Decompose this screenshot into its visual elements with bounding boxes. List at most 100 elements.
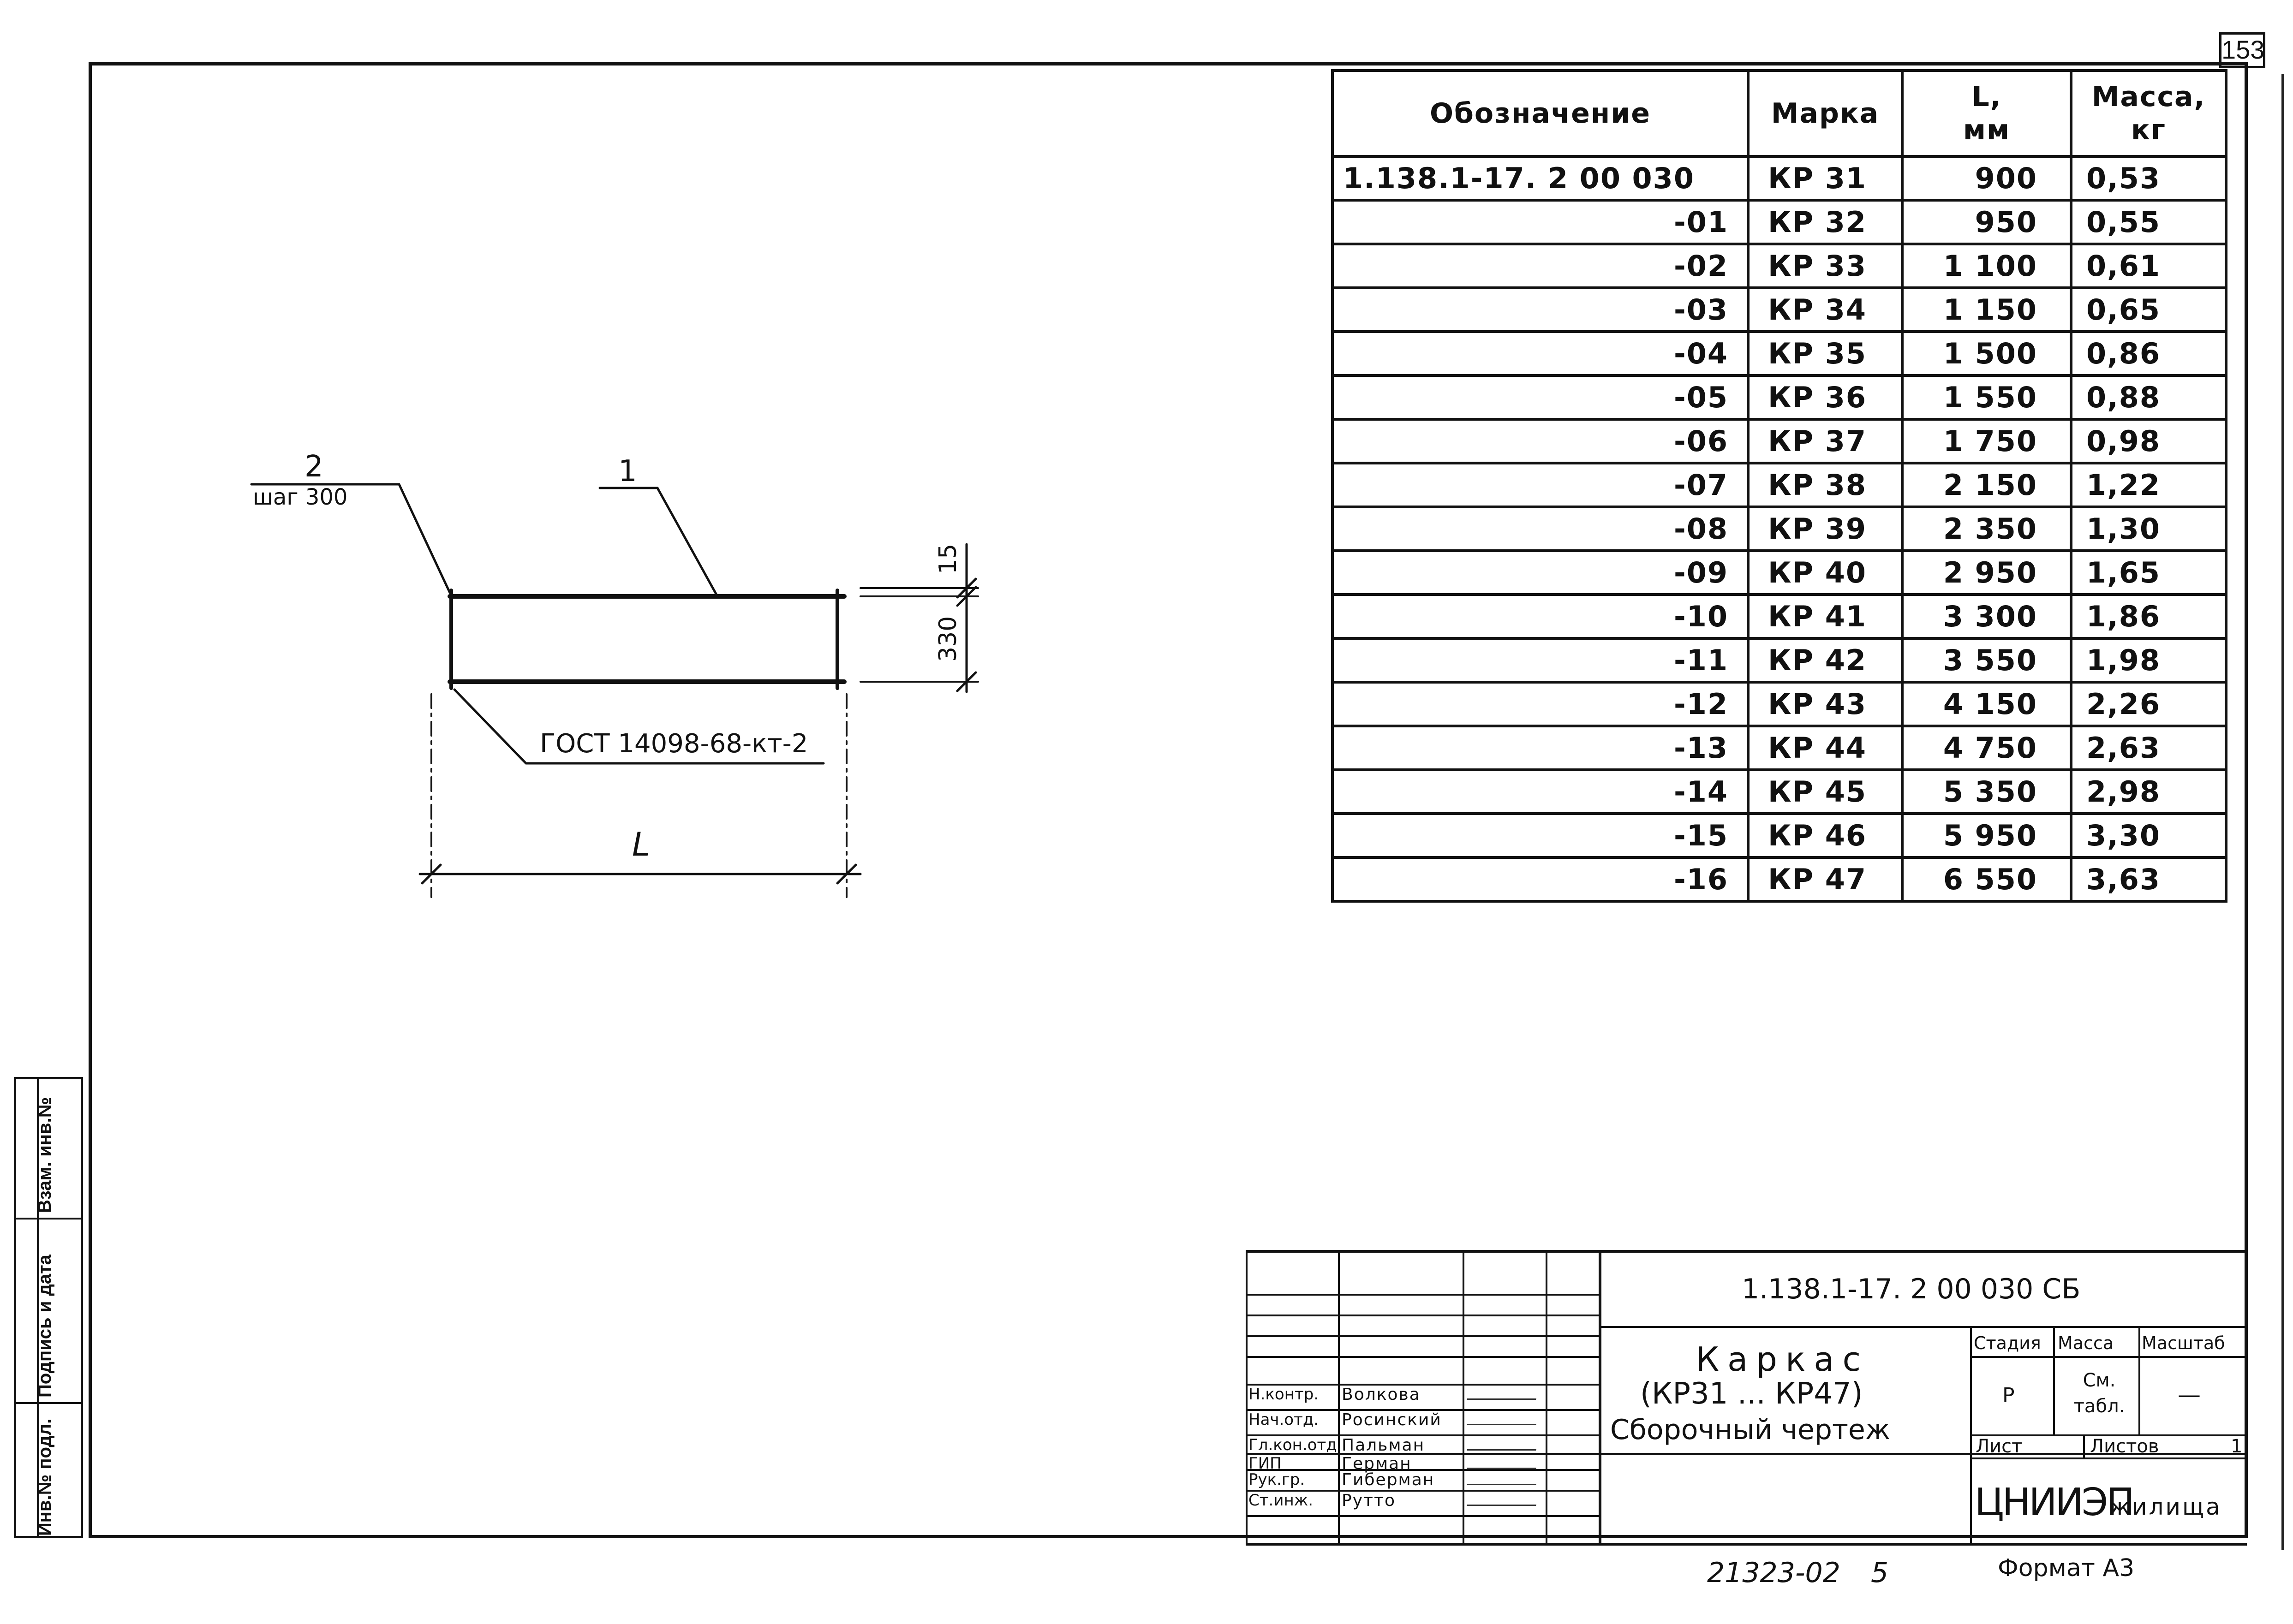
cell-designation: -12: [1331, 681, 1750, 727]
position-2-label: 2: [305, 450, 323, 484]
cell-mass: 0,61: [2070, 243, 2227, 289]
cell-mark: КР 39: [1747, 506, 1904, 552]
header-length: L, мм: [1901, 69, 2072, 158]
person-name: Герман: [1342, 1454, 1412, 1473]
cell-length: 900: [1901, 155, 2072, 202]
cell-mass: 1,65: [2070, 549, 2227, 596]
cell-designation: -05: [1331, 374, 1750, 421]
cell-length: 6 550: [1901, 856, 2072, 903]
cell-mark: КР 35: [1747, 330, 1904, 377]
header-mass: Масса, кг: [2070, 69, 2227, 158]
cell-mass: 0,65: [2070, 286, 2227, 333]
table-header-row: Обозначение Марка L, мм Масса, кг: [1331, 69, 2227, 158]
cell-mark: КР 36: [1747, 374, 1904, 421]
drawing-frame: [89, 62, 2248, 1538]
cell-mark: КР 34: [1747, 286, 1904, 333]
signature-mark: [1466, 1435, 1542, 1451]
cell-designation: -15: [1331, 812, 1750, 859]
cell-mass: 2,26: [2070, 681, 2227, 727]
strip-divider: [16, 1218, 81, 1219]
scale-value: —: [2178, 1381, 2201, 1408]
person-name: Рутто: [1342, 1491, 1396, 1510]
person-role: Ст.инж.: [1248, 1491, 1314, 1510]
cell-mass: 0,55: [2070, 199, 2227, 245]
person-role: ГИП: [1248, 1454, 1282, 1473]
title-line-2: (КР31 ... КР47): [1640, 1377, 1863, 1411]
cell-length: 2 350: [1901, 506, 2072, 552]
signature-mark: [1466, 1385, 1542, 1400]
org-suffix: жилища: [2109, 1493, 2222, 1520]
cell-mark: КР 38: [1747, 462, 1904, 508]
cell-length: 1 550: [1901, 374, 2072, 421]
cell-length: 3 300: [1901, 593, 2072, 640]
cell-designation: -13: [1331, 725, 1750, 771]
mass-value: См. табл.: [2073, 1370, 2125, 1417]
person-name: Росинский: [1342, 1410, 1442, 1429]
scale-label: Масштаб: [2142, 1333, 2225, 1353]
person-name: Волкова: [1342, 1385, 1421, 1404]
signature-mark: [1466, 1470, 1542, 1485]
person-name: Гиберман: [1342, 1470, 1435, 1489]
cell-designation: -04: [1331, 330, 1750, 377]
cell-mark: КР 43: [1747, 681, 1904, 727]
cell-mark: КР 46: [1747, 812, 1904, 859]
cell-designation: -07: [1331, 462, 1750, 508]
cell-mass: 1,30: [2070, 506, 2227, 552]
cell-mass: 0,53: [2070, 155, 2227, 202]
cell-designation: -08: [1331, 506, 1750, 552]
cell-mark: КР 45: [1747, 768, 1904, 815]
cell-designation: -09: [1331, 549, 1750, 596]
cell-designation: -16: [1331, 856, 1750, 903]
mass-label: Масса: [2058, 1333, 2114, 1353]
cell-length: 2 950: [1901, 549, 2072, 596]
cell-mark: КР 31: [1747, 155, 1904, 202]
signature-mark: [1466, 1410, 1542, 1425]
cell-mass: 3,63: [2070, 856, 2227, 903]
header-mark: Марка: [1747, 69, 1904, 158]
cell-length: 5 950: [1901, 812, 2072, 859]
cell-length: 1 500: [1901, 330, 2072, 377]
cell-designation: -06: [1331, 418, 1750, 464]
cell-mark: КР 42: [1747, 637, 1904, 684]
strip-divider: [16, 1402, 81, 1404]
side-strip: Взам. инв.№ Подпись и дата Инв.№ подл.: [14, 1077, 83, 1538]
bottom-number: 5: [1871, 1557, 1889, 1589]
specification-table: Обозначение Марка L, мм Масса, кг 1.138.…: [1331, 69, 2227, 903]
cell-mass: 0,88: [2070, 374, 2227, 421]
cell-length: 1 150: [1901, 286, 2072, 333]
title-line-1: Каркас: [1696, 1340, 1869, 1379]
signature-mark: [1466, 1454, 1542, 1469]
cell-length: 950: [1901, 199, 2072, 245]
doc-code: 1.138.1-17. 2 00 030 СБ: [1742, 1273, 2081, 1305]
cell-mass: 1,98: [2070, 637, 2227, 684]
cell-length: 3 550: [1901, 637, 2072, 684]
dimension-15: 15: [934, 543, 962, 574]
cell-designation: -11: [1331, 637, 1750, 684]
person-role: Нач.отд.: [1248, 1410, 1319, 1429]
cell-mass: 3,30: [2070, 812, 2227, 859]
cell-designation: -03: [1331, 286, 1750, 333]
position-2-step: шаг 300: [253, 484, 348, 510]
cell-length: 5 350: [1901, 768, 2072, 815]
cell-mark: КР 44: [1747, 725, 1904, 771]
cell-length: 2 150: [1901, 462, 2072, 508]
cell-mass: 0,86: [2070, 330, 2227, 377]
format-label: Формат А3: [1998, 1554, 2135, 1582]
sheets-value: 1: [2231, 1436, 2243, 1457]
cell-length: 1 100: [1901, 243, 2072, 289]
cell-mark: КР 32: [1747, 199, 1904, 245]
cell-mark: КР 37: [1747, 418, 1904, 464]
cell-length: 4 150: [1901, 681, 2072, 727]
